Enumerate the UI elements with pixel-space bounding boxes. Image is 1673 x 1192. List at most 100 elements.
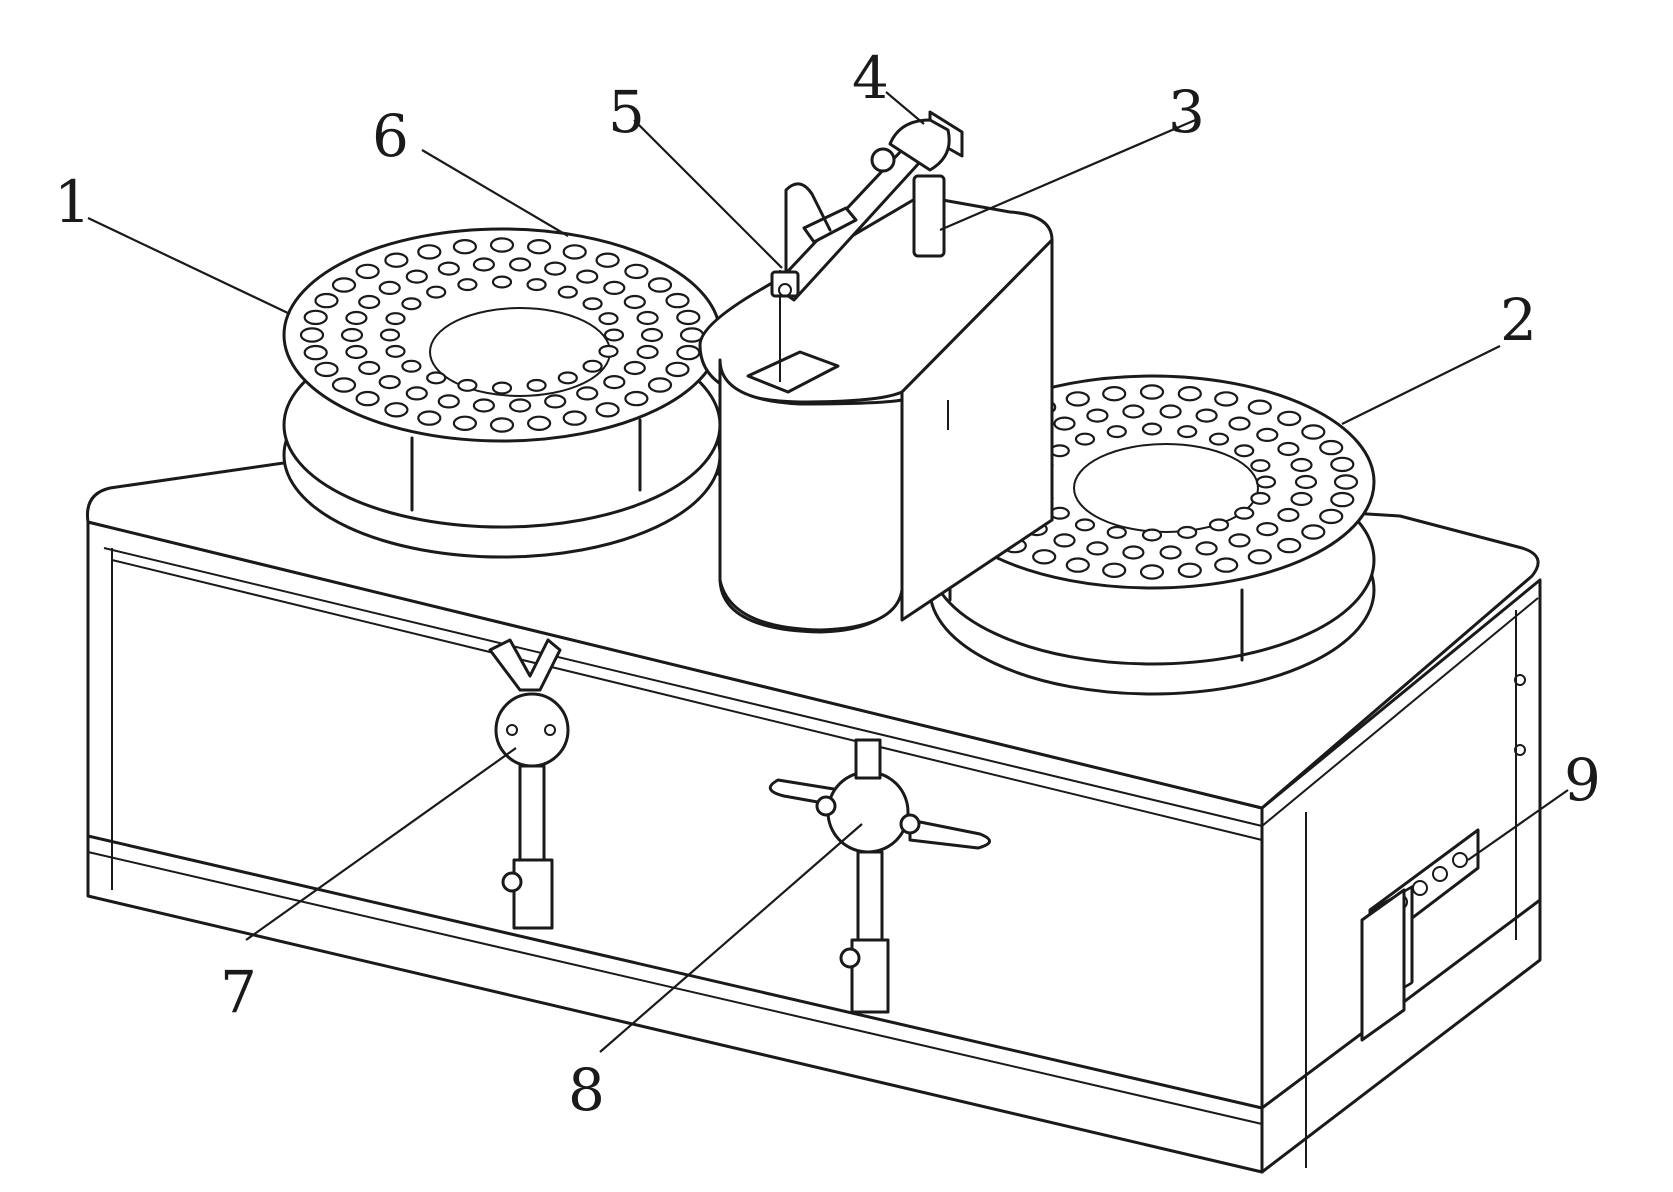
callout-6: 6	[372, 102, 409, 170]
callout-9: 9	[1564, 746, 1601, 814]
tray-hole	[562, 410, 587, 426]
callout-1: 1	[54, 168, 91, 236]
tray-hole	[665, 361, 690, 378]
tray-hole	[1290, 457, 1313, 473]
tray-hole	[1177, 425, 1198, 439]
tray-hole	[636, 310, 659, 326]
tray-hole	[576, 386, 599, 401]
tray-hole	[457, 378, 478, 392]
tray-hole	[1214, 557, 1239, 573]
tray-hole	[1256, 521, 1279, 537]
tray-hole	[1228, 533, 1251, 548]
tray-hole	[1234, 506, 1255, 520]
callout-8: 8	[568, 1056, 605, 1124]
tray-hole	[405, 386, 428, 401]
tray-hole	[624, 390, 649, 407]
tray-hole	[526, 278, 547, 292]
tray-hole	[544, 394, 567, 409]
tray-hole	[1301, 424, 1326, 440]
tray-hole	[603, 375, 626, 390]
tray-hole	[452, 238, 477, 255]
tray-hole	[437, 261, 460, 276]
tray-hole	[1250, 459, 1271, 473]
tray-hole	[603, 280, 626, 295]
tray-hole	[1177, 525, 1198, 539]
tray-hole	[1277, 410, 1302, 427]
tray-hole	[603, 328, 625, 342]
tray-hole	[437, 394, 460, 409]
tray-hole	[1159, 404, 1182, 419]
tray-hole	[595, 252, 620, 268]
tray-hole	[557, 285, 578, 299]
tray-hole	[595, 402, 620, 418]
tray-hole	[508, 398, 532, 413]
tray-hole	[562, 244, 587, 260]
tray-hole	[1294, 474, 1318, 490]
callout-labels: 1 2 3 4 5 6 7 8 9	[54, 44, 1601, 1124]
tray-hole	[355, 390, 380, 407]
tray-hole	[1106, 525, 1127, 539]
tray-hole	[1053, 533, 1076, 548]
tray-hole	[623, 294, 646, 310]
tray-hole	[665, 292, 690, 309]
tray-hole	[345, 310, 368, 326]
tray-hole	[636, 344, 659, 360]
tray-hole	[385, 344, 406, 358]
tray-hole	[355, 263, 380, 280]
tray-hole	[624, 263, 649, 280]
tray-hole	[526, 415, 552, 431]
tray-hole	[299, 327, 325, 343]
tray-hole	[457, 278, 478, 292]
tray-hole	[526, 378, 547, 392]
tray-hole	[647, 277, 673, 293]
tray-hole	[385, 312, 406, 326]
tray-hole	[405, 269, 428, 284]
tray-hole	[472, 257, 495, 272]
tray-hole	[379, 328, 401, 342]
tray-hole	[640, 327, 664, 343]
callout-3: 3	[1168, 78, 1205, 146]
tray-hole	[331, 377, 357, 393]
tray-hole	[489, 237, 515, 253]
tray-hole	[623, 360, 646, 376]
tray-hole	[491, 275, 513, 289]
tray-hole	[1177, 386, 1202, 402]
tray-hole	[1214, 391, 1239, 407]
tray-hole	[1122, 545, 1145, 560]
tray-hole	[1247, 549, 1272, 565]
tray-hole	[557, 371, 578, 385]
tray-hole	[303, 309, 328, 326]
tray-hole	[426, 371, 447, 385]
callout-2: 2	[1500, 286, 1537, 354]
tray-hole	[526, 238, 552, 255]
tray-hole	[676, 344, 701, 361]
tray-hole	[544, 261, 567, 276]
tray-hole	[340, 327, 364, 343]
tray-hole	[1228, 416, 1251, 431]
callout-5: 5	[608, 78, 645, 146]
tray-hole	[1074, 518, 1096, 532]
central-tower	[698, 194, 1054, 634]
valve-7	[488, 638, 570, 930]
tray-hole	[401, 359, 422, 373]
tray-hole	[1102, 386, 1127, 402]
tray-hole	[1277, 507, 1300, 523]
tray-hole	[1250, 491, 1271, 505]
tray-hole	[1234, 444, 1255, 458]
valve-8	[768, 738, 991, 1014]
tray-hole	[1139, 564, 1165, 580]
tray-hole	[1074, 432, 1096, 446]
tray-hole	[676, 309, 701, 326]
tray-hole	[1208, 432, 1230, 446]
tray-hole	[1086, 408, 1109, 423]
tray-hole	[1333, 474, 1359, 490]
tray-hole	[1139, 384, 1165, 400]
tray-hole	[417, 410, 442, 426]
control-panel	[1360, 610, 1526, 1042]
tray-hole	[358, 360, 381, 376]
sampling-arm	[770, 110, 964, 382]
tray-hole	[384, 252, 409, 268]
tray-hole	[491, 381, 513, 395]
